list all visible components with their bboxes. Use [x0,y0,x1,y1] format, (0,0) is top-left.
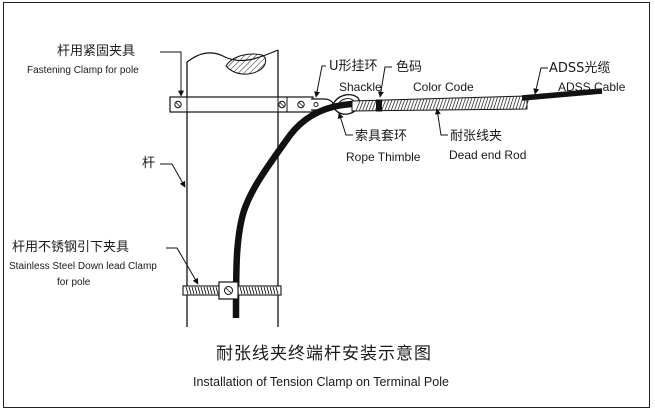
fastening-clamp-label-cn: 杆用紧固夹具 [57,44,136,59]
adss-cable [521,88,603,101]
diagram-title-en: Installation of Tension Clamp on Termina… [193,375,449,389]
adss-cable-label-cn: ADSS光缆 [549,61,611,76]
shackle-label-en: Shackle [339,80,382,94]
down-lead-clamp-label-en: Stainless Steel Down lead Clamp [9,261,157,272]
down-lead-clamp-label-en-2: for pole [57,277,91,288]
diagram-frame [3,2,650,408]
pole-label: 杆 [142,156,156,171]
fastening-clamp [169,96,314,113]
fastening-clamp-label-en: Fastening Clamp for pole [27,65,139,76]
rope-thimble-label-en: Rope Thimble [346,150,421,164]
dead-end-rod-label-en: Dead end Rod [449,148,527,162]
down-lead-cable [232,100,353,319]
shackle-label-cn: U形挂环 [329,59,378,74]
diagram-title-cn: 耐张线夹终端杆安装示意图 [216,344,432,364]
down-lead-clamp-label-cn: 杆用不锈钢引下夹具 [12,240,130,255]
color-code-band [376,99,382,112]
leader-lines [160,51,548,285]
color-code-label-en: Color Code [413,80,474,94]
dead-end-rod [351,95,530,112]
dead-end-rod-label-cn: 耐张线夹 [450,129,503,144]
adss-cable-label-en: ADSS Cable [558,80,626,94]
color-code-label-cn: 色码 [396,60,423,75]
rope-thimble-label-cn: 索具套环 [355,129,408,144]
pole [186,49,279,327]
down-lead-clamp [182,281,282,300]
